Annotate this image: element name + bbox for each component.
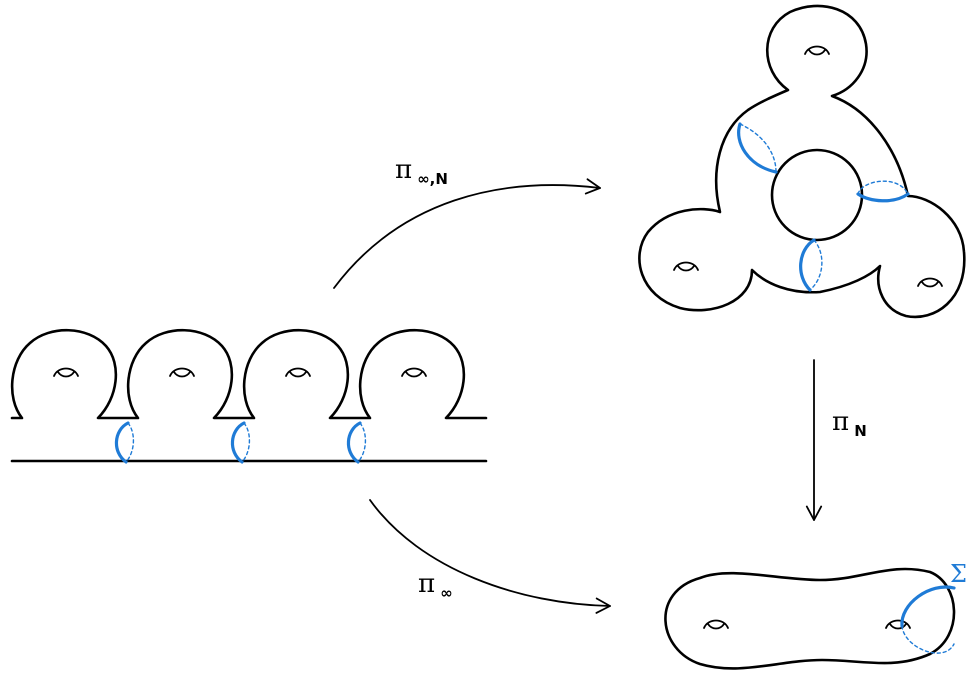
finite-cover-surface: [638, 4, 966, 319]
label-pi-inf-symbol: π: [418, 569, 435, 599]
handle-icon: [673, 261, 699, 272]
handle-icon: [53, 367, 79, 378]
handle-icon: [917, 277, 943, 288]
label-pi-inf-N: π ∞,N: [395, 155, 448, 188]
cut-curve: [230, 421, 251, 464]
cover-inner-hole: [770, 148, 864, 242]
handle-icon: [401, 367, 427, 378]
label-pi-N-subscript: N: [854, 422, 867, 440]
cover-outline: [638, 4, 966, 319]
sigma-curve: [900, 585, 956, 654]
handle-icon: [804, 45, 830, 56]
arrow-pi-inf-N: [333, 178, 601, 289]
handle-icon: [285, 367, 311, 378]
cut-curve: [856, 180, 910, 203]
handle-icon: [169, 367, 195, 378]
arrow-pi-inf: [369, 499, 611, 614]
cut-curve: [737, 122, 778, 174]
label-pi-inf-N-symbol: π: [395, 155, 412, 185]
label-pi-inf: π ∞: [418, 569, 453, 602]
label-sigma: Σ: [950, 560, 967, 588]
label-pi-N-symbol: π: [832, 407, 849, 437]
label-pi-inf-N-subscript: ∞,N: [417, 170, 448, 188]
base-outline: [664, 567, 956, 670]
cut-curve: [114, 421, 135, 464]
cut-curve: [799, 238, 823, 292]
cut-curve: [346, 421, 367, 464]
surface-top-edge: [10, 328, 488, 420]
label-pi-inf-subscript: ∞: [440, 584, 453, 602]
infinite-genus-surface: [10, 328, 488, 464]
handle-icon: [703, 619, 729, 630]
handle-icon: [885, 619, 911, 630]
base-surface: [664, 567, 956, 670]
label-pi-N: π N: [832, 407, 867, 440]
